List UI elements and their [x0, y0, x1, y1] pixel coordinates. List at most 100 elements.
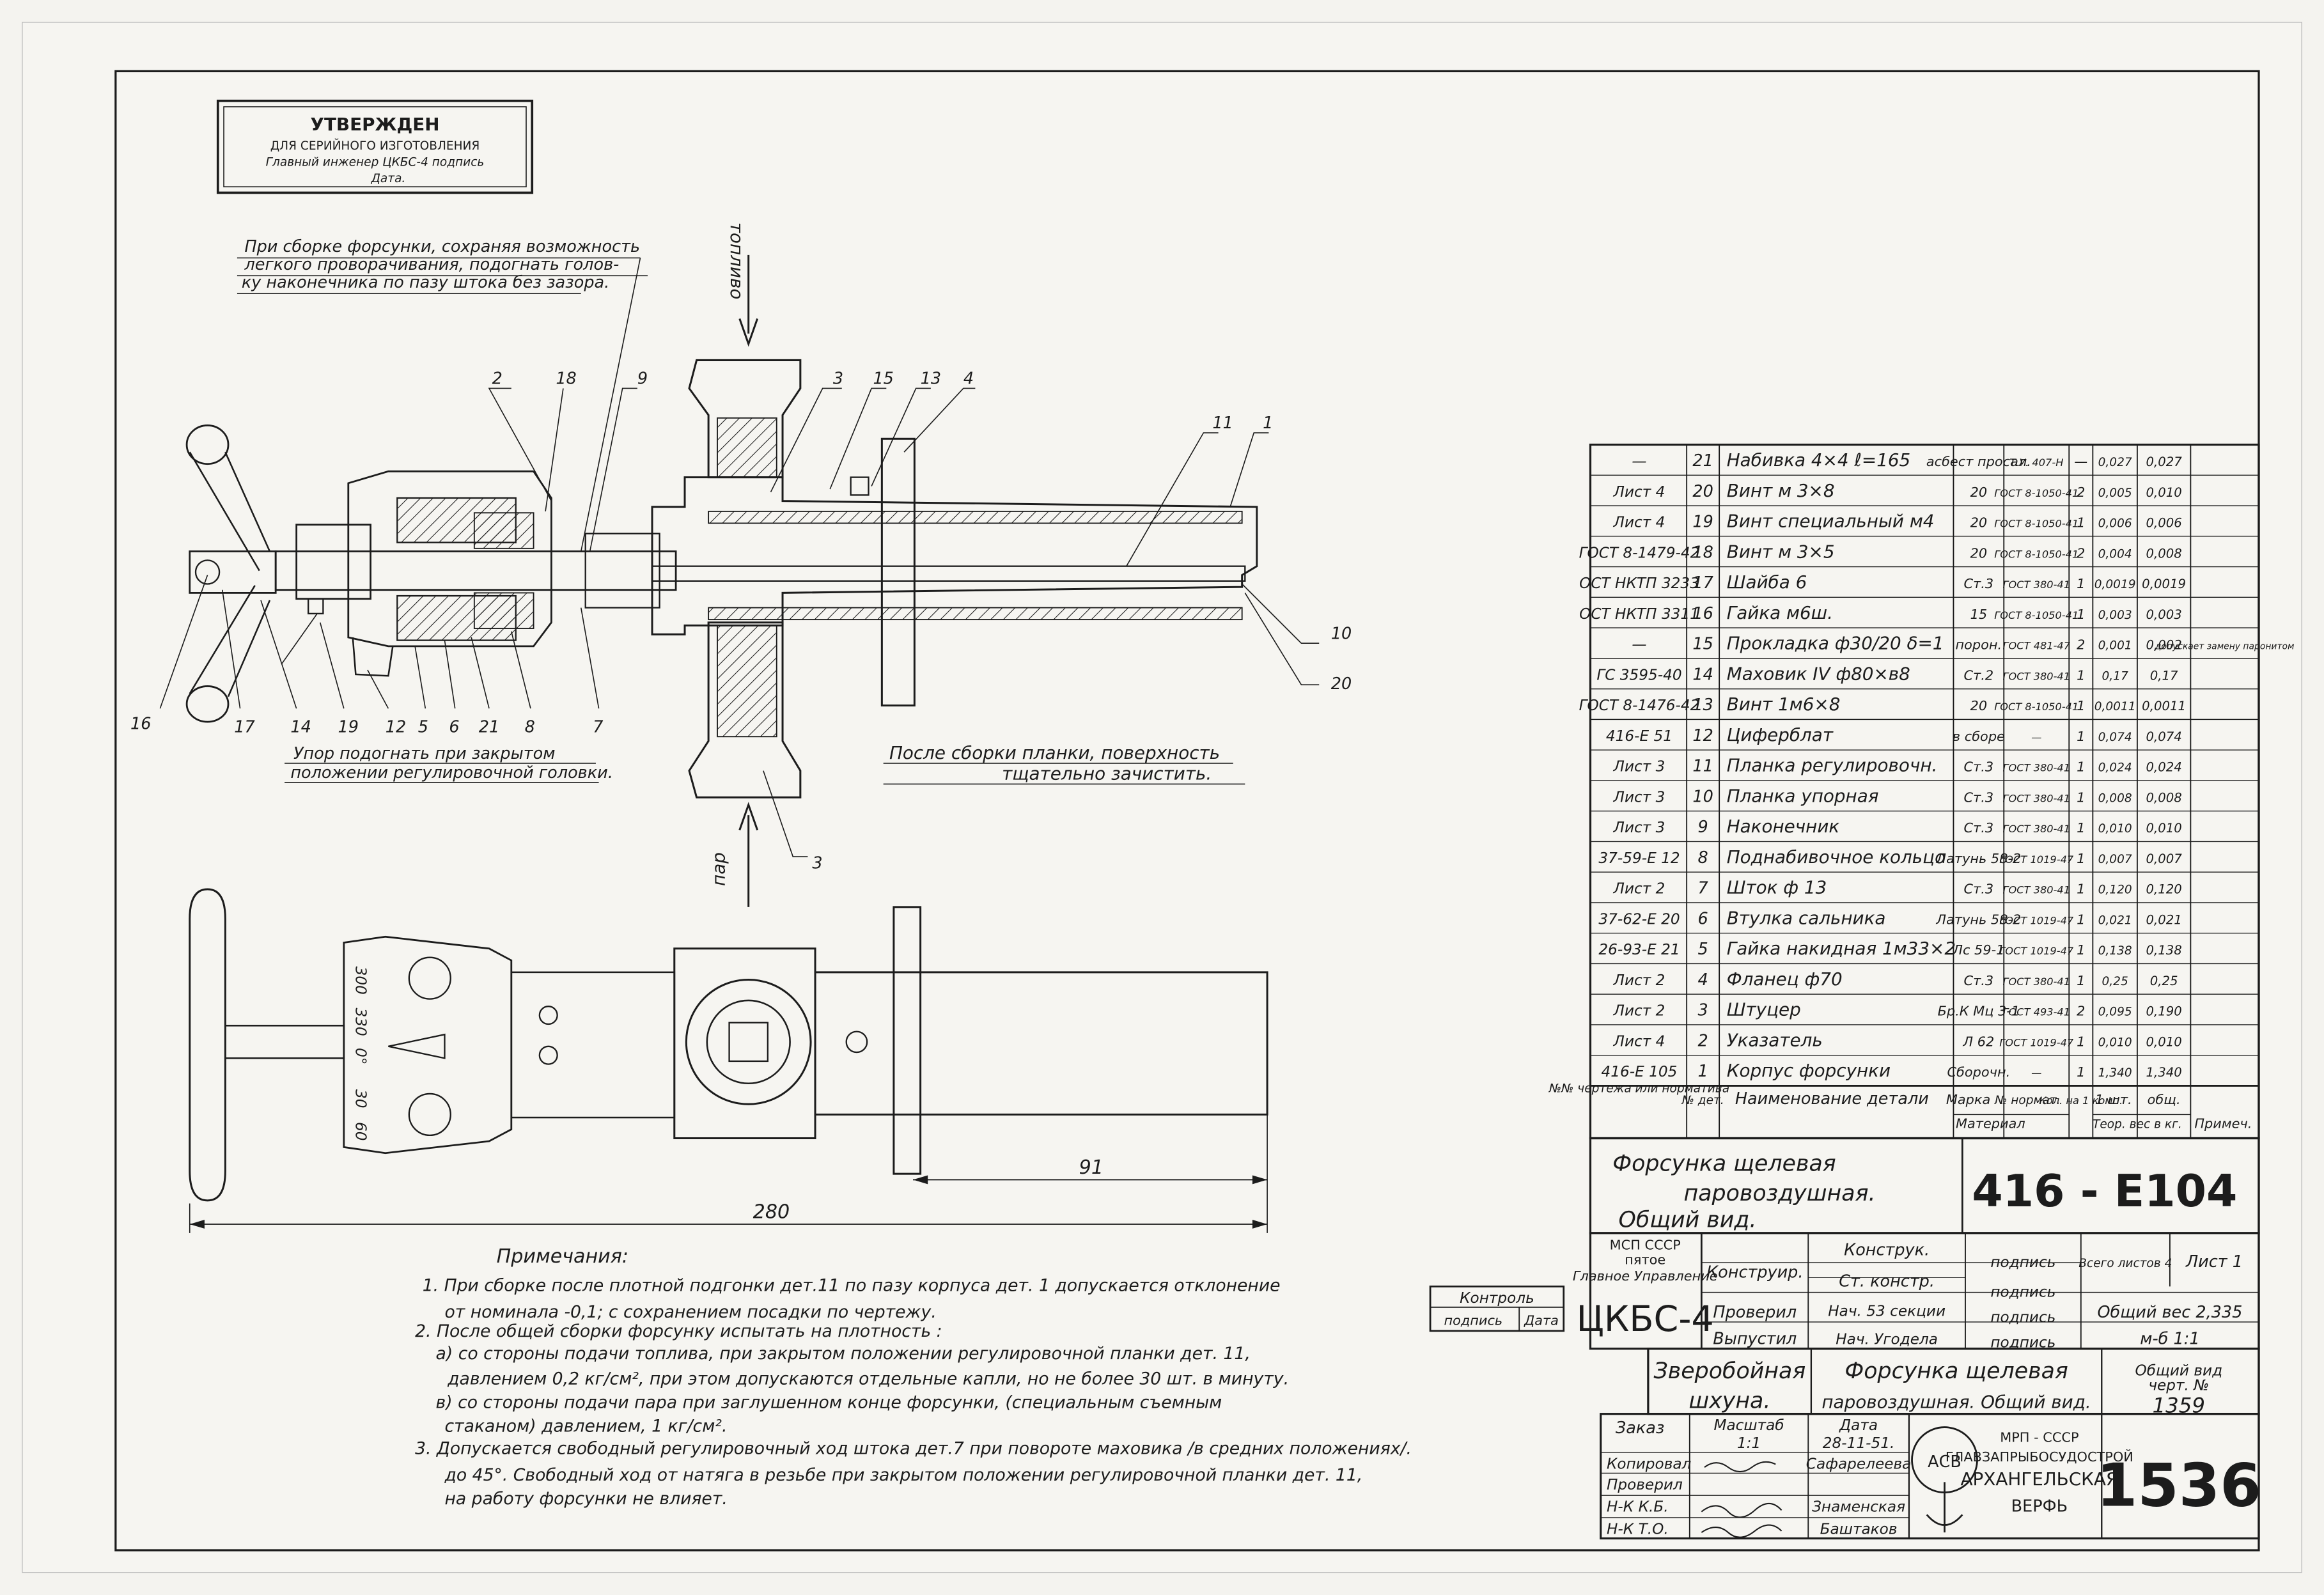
bom-cell-doc: Лист 2	[1613, 880, 1665, 898]
bom-cell-wt: 0,0019	[2142, 577, 2186, 591]
bom-cell-norm: ГОСТ 380-41	[2002, 670, 2070, 682]
bom-cell-doc: Лист 3	[1613, 788, 1665, 805]
bom-cell-norm: —	[2031, 731, 2041, 743]
bom-cell-wt: 1,340	[2146, 1065, 2181, 1080]
dial-tick-0: 0°	[352, 1048, 369, 1064]
bom-cell-note: допускает замену паронитом	[2155, 642, 2295, 652]
bom-cell-wt: 0,138	[2146, 943, 2181, 958]
bom-cell-doc: Лист 3	[1613, 758, 1665, 775]
bom-cell-wt: 0,008	[2146, 790, 2181, 805]
bom-cell-qty: 2	[2077, 485, 2085, 500]
bom-cell-mark: порон.	[1956, 637, 2002, 653]
bom-cell-norm: ГОСТ 380-41	[2002, 762, 2070, 774]
bom-cell-norm: ГОСТ 1019-47	[1999, 945, 2074, 957]
bom-cell-no: 1	[1698, 1062, 1708, 1081]
staff-nkto: Н-К Т.О.	[1607, 1520, 1669, 1537]
item-title-line-3: Общий вид.	[1619, 1208, 1757, 1233]
bottom-fitting-3	[688, 621, 802, 798]
notes-title: Примечания:	[497, 1245, 628, 1268]
leader-7: 7	[593, 717, 603, 736]
bom-cell-w1: 0,007	[2098, 853, 2132, 866]
bom-h-mat: Материал	[1956, 1116, 2025, 1131]
sheet-no: Лист 1	[2185, 1252, 2243, 1272]
callout-clean-line-1: После сборки планки, поверхность	[889, 742, 1220, 763]
bom-cell-name: Корпус форсунки	[1727, 1060, 1891, 1081]
bom-cell-mark: Латунь 58-2	[1935, 851, 2021, 866]
bom-cell-w1: 0,095	[2098, 1006, 2132, 1019]
bom-cell-wt: 0,027	[2146, 455, 2182, 469]
bom-cell-w1: 0,021	[2098, 914, 2132, 927]
general-notes: Примечания: 1. При сборке после плотной …	[415, 1245, 1412, 1509]
bom-h-no: № дет.	[1681, 1094, 1724, 1107]
bom-cell-no: 15	[1692, 635, 1713, 654]
bom-h-wt: общ.	[2148, 1092, 2181, 1107]
bom-cell-mark: Ст.3	[1964, 576, 1994, 591]
bom-cell-w1: 0,074	[2098, 731, 2132, 744]
control-date: Дата	[1524, 1313, 1559, 1328]
bom-cell-wt: 0,010	[2146, 485, 2181, 500]
callout-stop-line-2: положении регулировочной головки.	[290, 763, 612, 782]
paper	[22, 22, 2302, 1573]
handwheel-outer	[189, 888, 226, 1202]
bom-cell-doc: 37-62-Е 20	[1598, 910, 1680, 928]
leader-11: 11	[1212, 414, 1233, 433]
bom-cell-mark: Сборочн.	[1947, 1064, 2010, 1080]
bom-cell-qty: 1	[2077, 698, 2085, 713]
leader-16: 16	[130, 715, 151, 734]
role-chief-dept: Нач. Угодела	[1836, 1331, 1938, 1348]
bom-cell-wt: 0,25	[2150, 974, 2178, 988]
bom-cell-no: 6	[1698, 909, 1708, 928]
factory-logo: АСВ	[1911, 1426, 1978, 1533]
leader-18: 18	[556, 370, 576, 389]
bom-cell-doc: Лист 2	[1613, 972, 1665, 989]
bom-cell-qty: 1	[2077, 729, 2085, 744]
bom-cell-w1: 0,006	[2098, 517, 2132, 531]
bom-cell-qty: 2	[2077, 637, 2085, 653]
staff-nkkb-name: Знаменская	[1812, 1498, 1905, 1516]
bom-cell-norm: ГОСТ 380-41	[2002, 884, 2070, 896]
flange-outer	[893, 906, 922, 1175]
bom-cell-name: Наконечник	[1727, 816, 1840, 837]
sheets-total: Всего листов 4	[2078, 1257, 2172, 1270]
bom-cell-doc: —	[1632, 636, 1646, 653]
bom-cell-wt: 0,120	[2146, 882, 2181, 897]
bom-cell-wt: 0,0011	[2142, 699, 2186, 713]
bom-h-note: Примеч.	[2194, 1116, 2252, 1131]
bom-cell-no: 14	[1692, 665, 1713, 684]
bom-cell-wt: 0,074	[2146, 729, 2181, 744]
bom-cell-doc: 416-Е 51	[1606, 727, 1673, 745]
role-chief-sect: Нач. 53 секции	[1828, 1303, 1946, 1320]
bom-cell-wt: 0,010	[2146, 1034, 2181, 1049]
staff-copy-name: Сафарелеева	[1806, 1455, 1912, 1472]
bom-cell-w1: 0,001	[2098, 639, 2132, 653]
bom-cell-w1: 0,005	[2098, 486, 2132, 500]
bom-cell-doc: —	[1632, 453, 1646, 470]
bom-cell-no: 10	[1692, 787, 1713, 806]
bom-cell-norm: ГОСТ 8-1050-41	[1994, 487, 2078, 499]
bom-cell-qty: 1	[2077, 1034, 2085, 1049]
date-label: Дата	[1839, 1417, 1878, 1434]
outer-view: 300 330 0° 30 60 91 280	[189, 888, 1268, 1233]
bom-cell-w1: 0,010	[2098, 822, 2132, 836]
bom-cell-doc: 416-Е 105	[1602, 1063, 1678, 1080]
leader-1: 1	[1263, 414, 1273, 433]
bom-cell-doc: Лист 4	[1613, 514, 1665, 531]
vessel-line-2: шхуна.	[1688, 1388, 1770, 1413]
leader-5: 5	[418, 717, 428, 736]
bom-cell-qty: 1	[2077, 820, 2085, 836]
control-box: Контроль подпись Дата	[1429, 1285, 1565, 1332]
bom-cell-no: 4	[1698, 970, 1708, 990]
bom-cell-mark: 20	[1970, 545, 1988, 561]
order-scale: 1:1	[1737, 1435, 1761, 1452]
note-line-3: 2. После общей сборки форсунку испытать …	[415, 1321, 942, 1341]
bom-cell-w1: 0,0019	[2094, 578, 2136, 591]
bom-cell-mark: 15	[1970, 607, 1988, 622]
drawing-number: 416 - Е104	[1972, 1165, 2237, 1217]
leader-10: 10	[1331, 624, 1352, 643]
